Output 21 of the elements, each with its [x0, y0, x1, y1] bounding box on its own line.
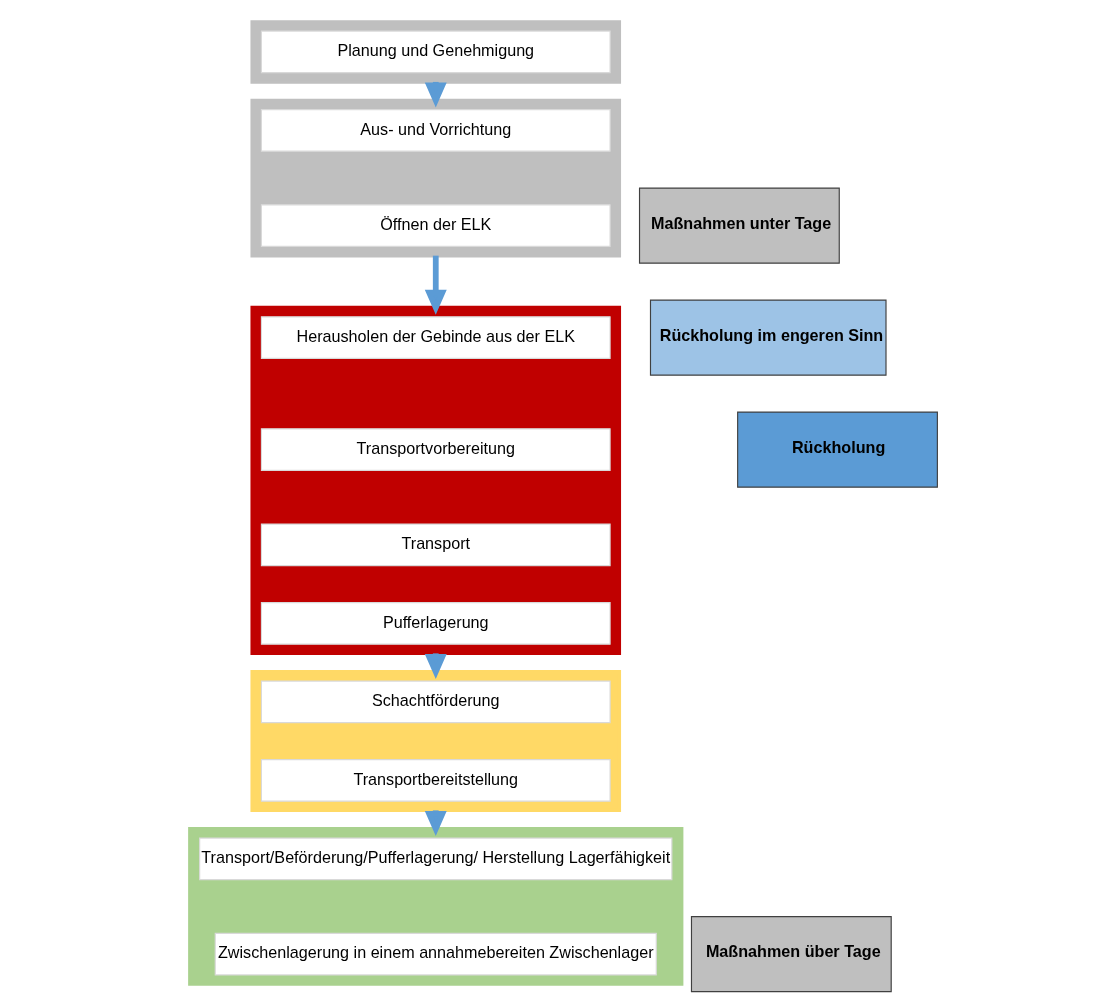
node-box: Maßnahmen unter Tage	[638, 187, 840, 264]
cluster	[250, 670, 622, 813]
cluster	[250, 305, 622, 656]
node-box: Transport	[260, 523, 611, 567]
node-box: Transportbereitstellung	[260, 759, 611, 802]
node-box: Planung und Genehmigung	[260, 30, 611, 74]
node-box: Aus- und Vorrichtung	[260, 109, 611, 152]
node-box: Maßnahmen über Tage	[690, 916, 892, 993]
node-box: Schachtförderung	[260, 680, 611, 724]
node-box: Transport/Beförderung/Pufferlagerung/ Herstellung Lagerfähigkeit	[199, 837, 673, 881]
node-box: Transportvorbereitung	[260, 428, 611, 471]
node-box: Rückholung	[737, 411, 938, 488]
node-box: Zwischenlagerung in einem annahmebereiten Zwischenlager	[214, 932, 657, 976]
cluster	[250, 20, 622, 84]
node-box: Öffnen der ELK	[260, 204, 611, 247]
cluster	[250, 98, 622, 258]
cluster	[188, 827, 684, 986]
arrow	[424, 255, 447, 315]
node-box: Herausholen der Gebinde aus der ELK	[260, 316, 611, 359]
node-box: Pufferlagerung	[260, 602, 611, 645]
node-box: Rückholung im engeren Sinn	[649, 299, 887, 376]
